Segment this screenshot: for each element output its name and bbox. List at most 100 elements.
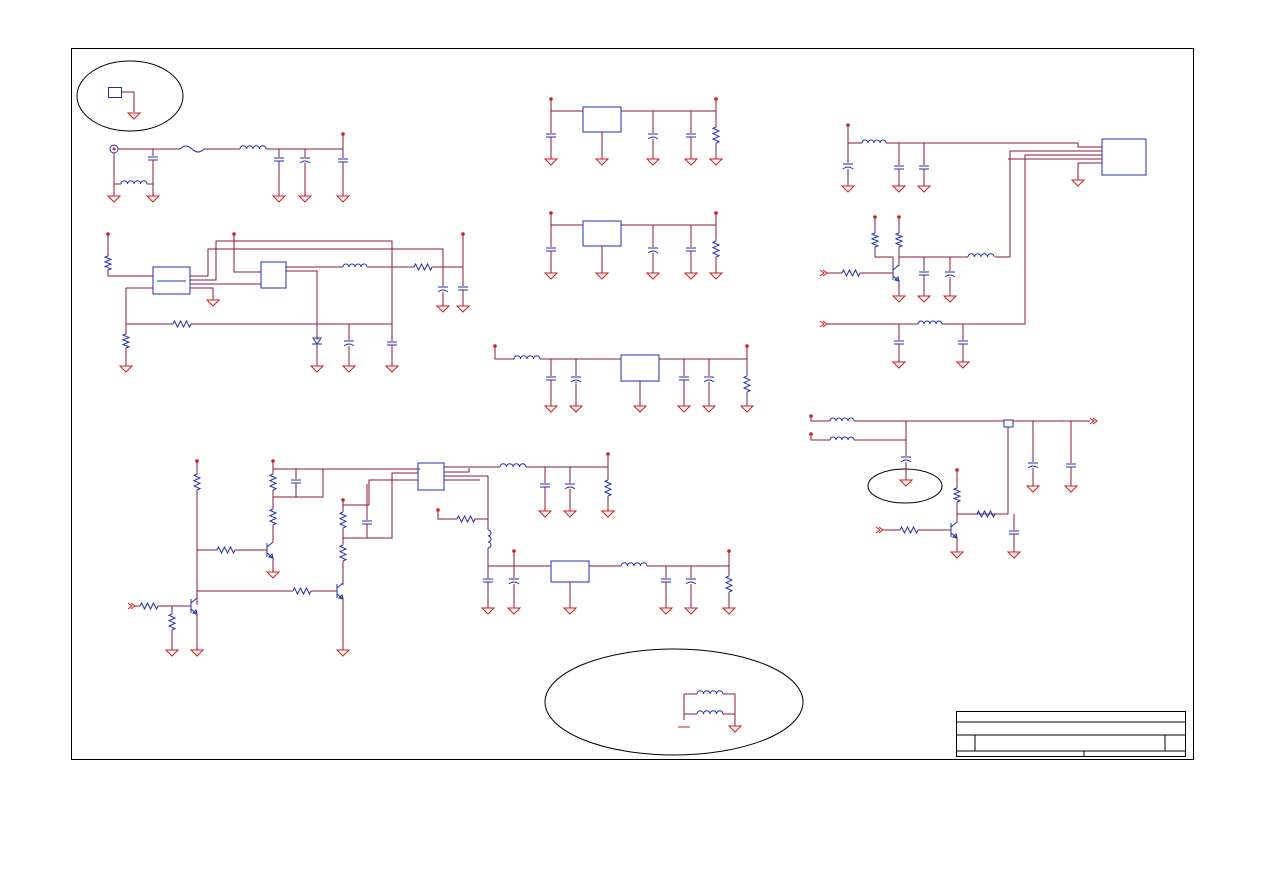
- resistor: [976, 509, 996, 519]
- ground-icon: [949, 544, 965, 559]
- resistor: [121, 333, 131, 349]
- capacitor: [458, 286, 468, 291]
- wire: [487, 548, 551, 567]
- transistor: [266, 541, 274, 559]
- electrolytic-capacitor: [437, 286, 449, 293]
- resistor: [292, 586, 312, 596]
- connector-header: [1101, 138, 1147, 176]
- resistor: [603, 479, 613, 497]
- power-rail-dot-icon: [846, 123, 850, 127]
- regulator-ic: [550, 560, 590, 583]
- wire: [190, 240, 393, 324]
- ground-icon: [384, 358, 400, 373]
- wire: [125, 288, 173, 325]
- electrolytic-capacitor: [685, 578, 697, 585]
- off-page-connector-icon: [127, 602, 136, 610]
- capacitor: [958, 340, 968, 345]
- wire: [942, 154, 1102, 325]
- power-rail-dot-icon: [512, 549, 516, 553]
- wire: [494, 346, 514, 360]
- inductor: [513, 355, 541, 360]
- wire: [550, 99, 583, 112]
- off-page-connector-icon: [819, 320, 828, 328]
- ground-icon: [164, 642, 180, 657]
- resistor: [952, 487, 962, 503]
- wire: [550, 213, 583, 226]
- driver-ic: [260, 261, 287, 289]
- electrolytic-capacitor: [508, 578, 520, 585]
- power-rail-dot-icon: [195, 459, 199, 463]
- ground-icon: [645, 151, 661, 166]
- ground-icon: [898, 472, 914, 487]
- electrolytic-capacitor: [570, 376, 582, 383]
- resistor: [216, 545, 236, 555]
- power-rail-dot-icon: [727, 549, 731, 553]
- ground-icon: [1063, 478, 1079, 493]
- inductor: [917, 320, 943, 325]
- ground-icon: [562, 503, 578, 518]
- capacitor: [894, 165, 904, 170]
- ground-icon: [543, 151, 559, 166]
- capacitor: [274, 157, 284, 162]
- resistor: [899, 525, 919, 535]
- ground-icon: [455, 298, 471, 313]
- transistor: [336, 582, 344, 600]
- ldo-regulator-ic: [582, 106, 622, 133]
- capacitor: [894, 340, 904, 345]
- power-rail-dot-icon: [955, 468, 959, 472]
- power-rail-dot-icon: [714, 97, 718, 101]
- resistor: [103, 255, 113, 271]
- power-rail-dot-icon: [745, 344, 749, 348]
- ground-icon: [708, 151, 724, 166]
- wire: [810, 434, 830, 441]
- ground-icon: [543, 265, 559, 280]
- wire: [886, 142, 1102, 148]
- capacitor: [919, 165, 929, 170]
- power-rail-dot-icon: [549, 97, 553, 101]
- electrolytic-capacitor: [1027, 462, 1039, 469]
- resistor: [742, 375, 752, 393]
- ground-icon: [335, 642, 351, 657]
- power-ground-layer: [106, 97, 1086, 733]
- wire: [444, 475, 489, 530]
- resistor: [172, 319, 192, 329]
- resistor: [456, 514, 476, 524]
- off-page-connector-icon: [819, 269, 828, 277]
- wire: [723, 693, 736, 720]
- ground-icon: [435, 298, 451, 313]
- capacitor: [1009, 530, 1019, 535]
- ground-icon: [683, 151, 699, 166]
- note-ellipse-bottom-center: [544, 648, 804, 756]
- ground-icon: [891, 354, 907, 369]
- ground-icon: [891, 178, 907, 193]
- inductor: [829, 417, 855, 422]
- ground-icon: [1025, 478, 1041, 493]
- capacitor: [546, 376, 556, 381]
- ground-icon: [271, 188, 287, 203]
- ground-icon: [916, 288, 932, 303]
- coax-connector: [109, 144, 119, 154]
- wire: [977, 427, 1009, 515]
- capacitor: [546, 247, 556, 252]
- regulator-ic: [152, 266, 191, 295]
- mounting-ground-symbol: [108, 87, 142, 120]
- ground-icon: [708, 265, 724, 280]
- sheet-border: [71, 48, 1194, 760]
- zener-diode: [312, 337, 322, 345]
- power-rail-dot-icon: [436, 508, 440, 512]
- wire: [286, 270, 318, 340]
- resistor: [268, 508, 278, 526]
- wire: [847, 125, 862, 144]
- regulator-ic: [620, 354, 660, 382]
- ground-icon: [297, 188, 313, 203]
- wire: [1077, 162, 1102, 174]
- electrolytic-capacitor: [299, 157, 311, 164]
- electrolytic-capacitor: [944, 271, 956, 278]
- resistor: [413, 262, 433, 272]
- wire: [190, 287, 214, 294]
- inductor: [696, 690, 724, 695]
- off-page-connector-icon: [875, 526, 884, 534]
- power-rail-dot-icon: [493, 344, 497, 348]
- inductor: [696, 710, 724, 715]
